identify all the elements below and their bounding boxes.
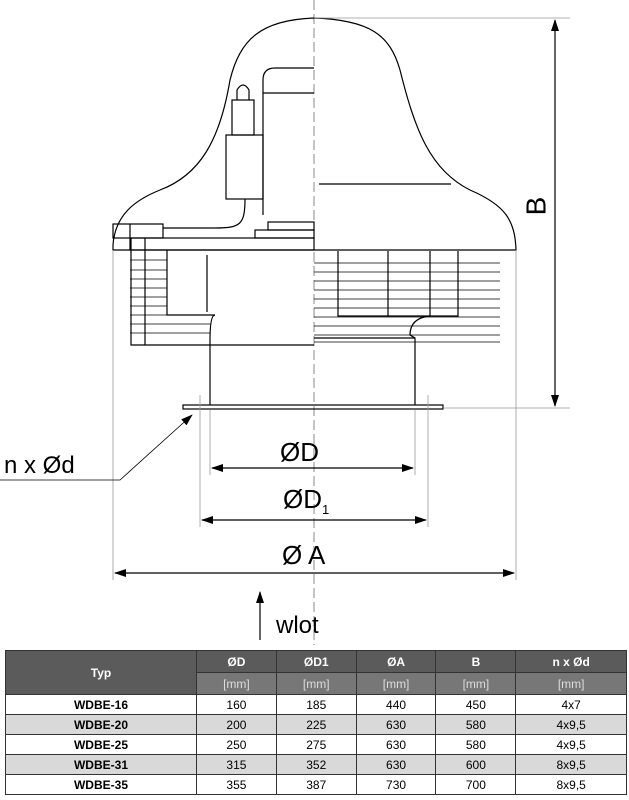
- label-D1-sub: 1: [322, 502, 330, 518]
- cell: 8x9,5: [515, 774, 627, 795]
- cell-typ: WDBE-35: [5, 774, 197, 795]
- cell: 630: [355, 754, 437, 775]
- cell-typ: WDBE-31: [5, 754, 197, 775]
- cell: 4x9,5: [515, 734, 627, 755]
- header-d: ØD: [196, 650, 277, 673]
- cell: 4x9,5: [515, 714, 627, 735]
- cell: 160: [196, 694, 277, 715]
- label-B: B: [520, 196, 552, 216]
- header-b: B: [435, 650, 517, 673]
- unit: [mm]: [355, 672, 437, 695]
- cell: 200: [196, 714, 277, 735]
- unit: [mm]: [515, 672, 627, 695]
- cell: 730: [355, 774, 437, 795]
- cell-typ: WDBE-25: [5, 734, 197, 755]
- table-row: WDBE-20 200 225 630 580 4x9,5: [5, 714, 627, 735]
- cell: 580: [435, 714, 517, 735]
- cell: 185: [275, 694, 357, 715]
- table-units-row: [mm] [mm] [mm] [mm] [mm]: [6, 672, 627, 695]
- table-header-row: Typ ØD ØD1 ØA B n x Ød: [5, 650, 627, 695]
- cell: 700: [435, 774, 517, 795]
- header-typ: Typ: [5, 650, 197, 695]
- cell-typ: WDBE-20: [5, 714, 197, 735]
- label-D: ØD: [280, 437, 319, 467]
- unit: [mm]: [435, 672, 517, 695]
- cell: 352: [275, 754, 357, 775]
- cell: 315: [196, 754, 277, 775]
- header-holes: n x Ød: [515, 650, 627, 673]
- cell: 4x7: [515, 694, 627, 715]
- table-row: WDBE-35 355 387 730 700 8x9,5: [5, 774, 627, 795]
- label-holes: n x Ød: [4, 452, 75, 479]
- fan-technical-drawing: [0, 0, 570, 645]
- cell: 387: [275, 774, 357, 795]
- label-A: Ø A: [282, 540, 326, 570]
- header-a: ØA: [355, 650, 437, 673]
- cell: 225: [275, 714, 357, 735]
- base-flange: [182, 404, 444, 410]
- cell: 8x9,5: [515, 754, 627, 775]
- unit: [mm]: [275, 672, 357, 695]
- label-inlet: wlot: [276, 612, 319, 639]
- holes-leader: [0, 414, 193, 481]
- cell: 600: [435, 754, 517, 775]
- cell: 580: [435, 734, 517, 755]
- cell: 275: [275, 734, 357, 755]
- cell: 355: [196, 774, 277, 795]
- unit: [mm]: [196, 672, 277, 695]
- cell: 440: [355, 694, 437, 715]
- dimensions-table: Typ ØD ØD1 ØA B n x Ød [mm] [mm] [mm] [m…: [5, 650, 627, 795]
- cell: 630: [355, 714, 437, 735]
- cell: 250: [196, 734, 277, 755]
- cell-typ: WDBE-16: [5, 694, 197, 715]
- cell: 450: [435, 694, 517, 715]
- table-row: WDBE-31 315 352 630 600 8x9,5: [5, 754, 627, 775]
- cell: 630: [355, 734, 437, 755]
- label-D1: ØD1: [283, 484, 329, 517]
- table-row: WDBE-25 250 275 630 580 4x9,5: [5, 734, 627, 755]
- label-D1-main: ØD: [283, 484, 322, 514]
- header-d1: ØD1: [275, 650, 357, 673]
- table-row: WDBE-16 160 185 440 450 4x7: [5, 694, 627, 715]
